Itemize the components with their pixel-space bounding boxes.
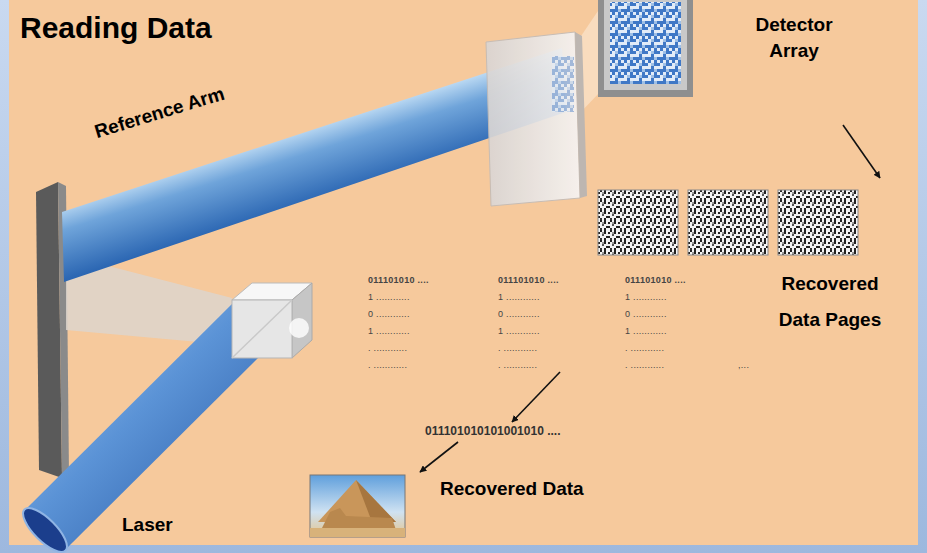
data-row: 0 ............ — [498, 310, 540, 320]
data-row: 011101010 .... — [625, 276, 686, 286]
splitter-gloss — [289, 318, 309, 338]
data-row: . ............ — [368, 361, 407, 371]
detector-frame — [598, 0, 693, 97]
flow-arrow — [843, 125, 880, 178]
medium-edge — [575, 32, 587, 198]
sand — [310, 528, 405, 537]
data-row: . ............ — [625, 344, 664, 354]
storage-medium — [486, 32, 580, 206]
flow-arrow — [512, 372, 560, 422]
data-row: . ............ — [498, 344, 537, 354]
splitter-diagonal — [232, 300, 292, 358]
data-row: . ............ — [625, 361, 664, 371]
node-heading: Recovered Data Pages — [765, 266, 895, 338]
pyramid-shade — [356, 480, 396, 522]
node-heading: Recovered Data — [440, 478, 584, 501]
laser-aperture — [17, 502, 74, 553]
data-row: 1 ............ — [368, 327, 410, 337]
data-row: 1 ............ — [368, 293, 410, 303]
bit-stream: 011101010101001010 .... — [423, 422, 563, 442]
diagram-title: Reading Data — [20, 10, 212, 46]
node-heading: Detector Array — [738, 12, 850, 63]
beam-splitter-front — [232, 300, 292, 358]
data-row: ,... — [738, 361, 749, 371]
detector-bezel — [604, 0, 687, 90]
detector-pixels — [610, 2, 681, 84]
recovered-data: Recovered Data — [308, 472, 586, 540]
detector-array: Detector Array — [598, 0, 858, 125]
data-row: 011101010 .... — [498, 276, 559, 286]
recovered-photo — [310, 475, 405, 537]
data-page — [688, 190, 768, 255]
data-row: 011101010 .... — [368, 276, 429, 286]
data-row: 1 ............ — [625, 293, 667, 303]
part-label: Laser — [122, 514, 173, 537]
recovered-pages: Recovered Data Pages — [360, 178, 905, 372]
node-heading: 011101010101001010 .... — [425, 424, 560, 440]
data-row: 1 ............ — [498, 327, 540, 337]
mirror — [36, 182, 62, 478]
data-row: . ............ — [498, 361, 537, 371]
hologram-spot — [552, 56, 574, 112]
flow-arrow — [420, 442, 458, 472]
data-row: 0 ............ — [625, 310, 667, 320]
data-page — [778, 190, 858, 255]
sphinx — [322, 508, 396, 530]
data-page — [598, 190, 678, 255]
data-row: 1 ............ — [498, 293, 540, 303]
data-row: 0 ............ — [368, 310, 410, 320]
data-row: 1 ............ — [625, 327, 667, 337]
data-row: . ............ — [368, 344, 407, 354]
